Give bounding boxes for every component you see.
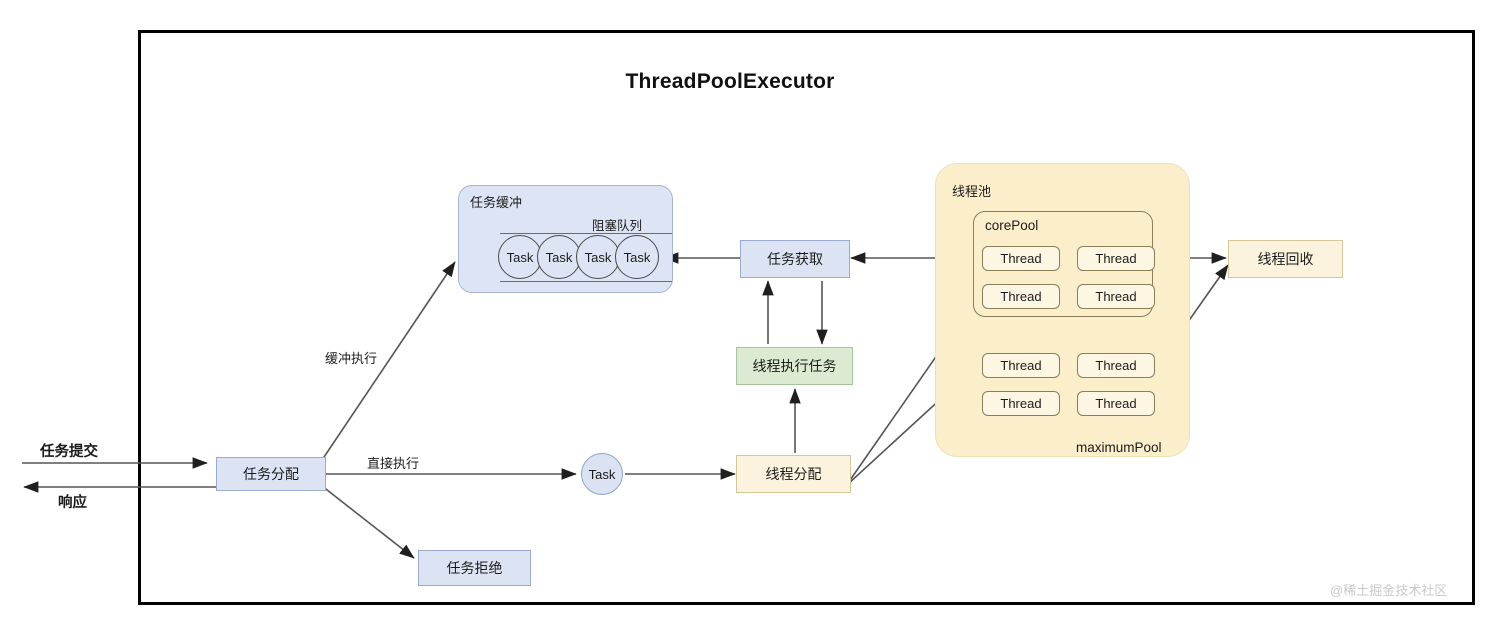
core-thread-1[interactable]: Thread xyxy=(1077,246,1155,271)
core-thread-3[interactable]: Thread xyxy=(1077,284,1155,309)
label-task-submit: 任务提交 xyxy=(40,444,98,460)
watermark: @稀土掘金技术社区 xyxy=(1330,583,1448,598)
max-thread-0[interactable]: Thread xyxy=(982,353,1060,378)
label-thread-pool: 线程池 xyxy=(952,184,992,199)
node-task-reject[interactable]: 任务拒绝 xyxy=(418,550,531,586)
queue-task-0[interactable]: Task xyxy=(498,235,542,279)
node-single-task[interactable]: Task xyxy=(581,453,623,495)
core-thread-2[interactable]: Thread xyxy=(982,284,1060,309)
node-task-fetch[interactable]: 任务获取 xyxy=(740,240,850,278)
queue-task-2[interactable]: Task xyxy=(576,235,620,279)
queue-task-3[interactable]: Task xyxy=(615,235,659,279)
max-thread-3[interactable]: Thread xyxy=(1077,391,1155,416)
label-blocking-queue: 阻塞队列 xyxy=(592,219,643,233)
node-task-dispatch[interactable]: 任务分配 xyxy=(216,457,326,491)
max-thread-1[interactable]: Thread xyxy=(1077,353,1155,378)
diagram-frame xyxy=(138,30,1475,605)
node-thread-allocate[interactable]: 线程分配 xyxy=(736,455,851,493)
label-response: 响应 xyxy=(58,495,87,511)
label-direct-execute: 直接执行 xyxy=(367,456,420,471)
max-thread-2[interactable]: Thread xyxy=(982,391,1060,416)
queue-task-1[interactable]: Task xyxy=(537,235,581,279)
queue-rail-top xyxy=(500,233,672,234)
label-task-buffer: 任务缓冲 xyxy=(470,195,523,210)
node-thread-recycle[interactable]: 线程回收 xyxy=(1228,240,1343,278)
label-buffered-execute: 缓冲执行 xyxy=(325,351,378,366)
core-thread-0[interactable]: Thread xyxy=(982,246,1060,271)
label-core-pool: corePool xyxy=(985,218,1039,233)
label-maximum-pool: maximumPool xyxy=(1076,440,1162,455)
queue-rail-bottom xyxy=(500,281,672,282)
node-thread-execute[interactable]: 线程执行任务 xyxy=(736,347,853,385)
page-title: ThreadPoolExecutor xyxy=(625,70,835,93)
